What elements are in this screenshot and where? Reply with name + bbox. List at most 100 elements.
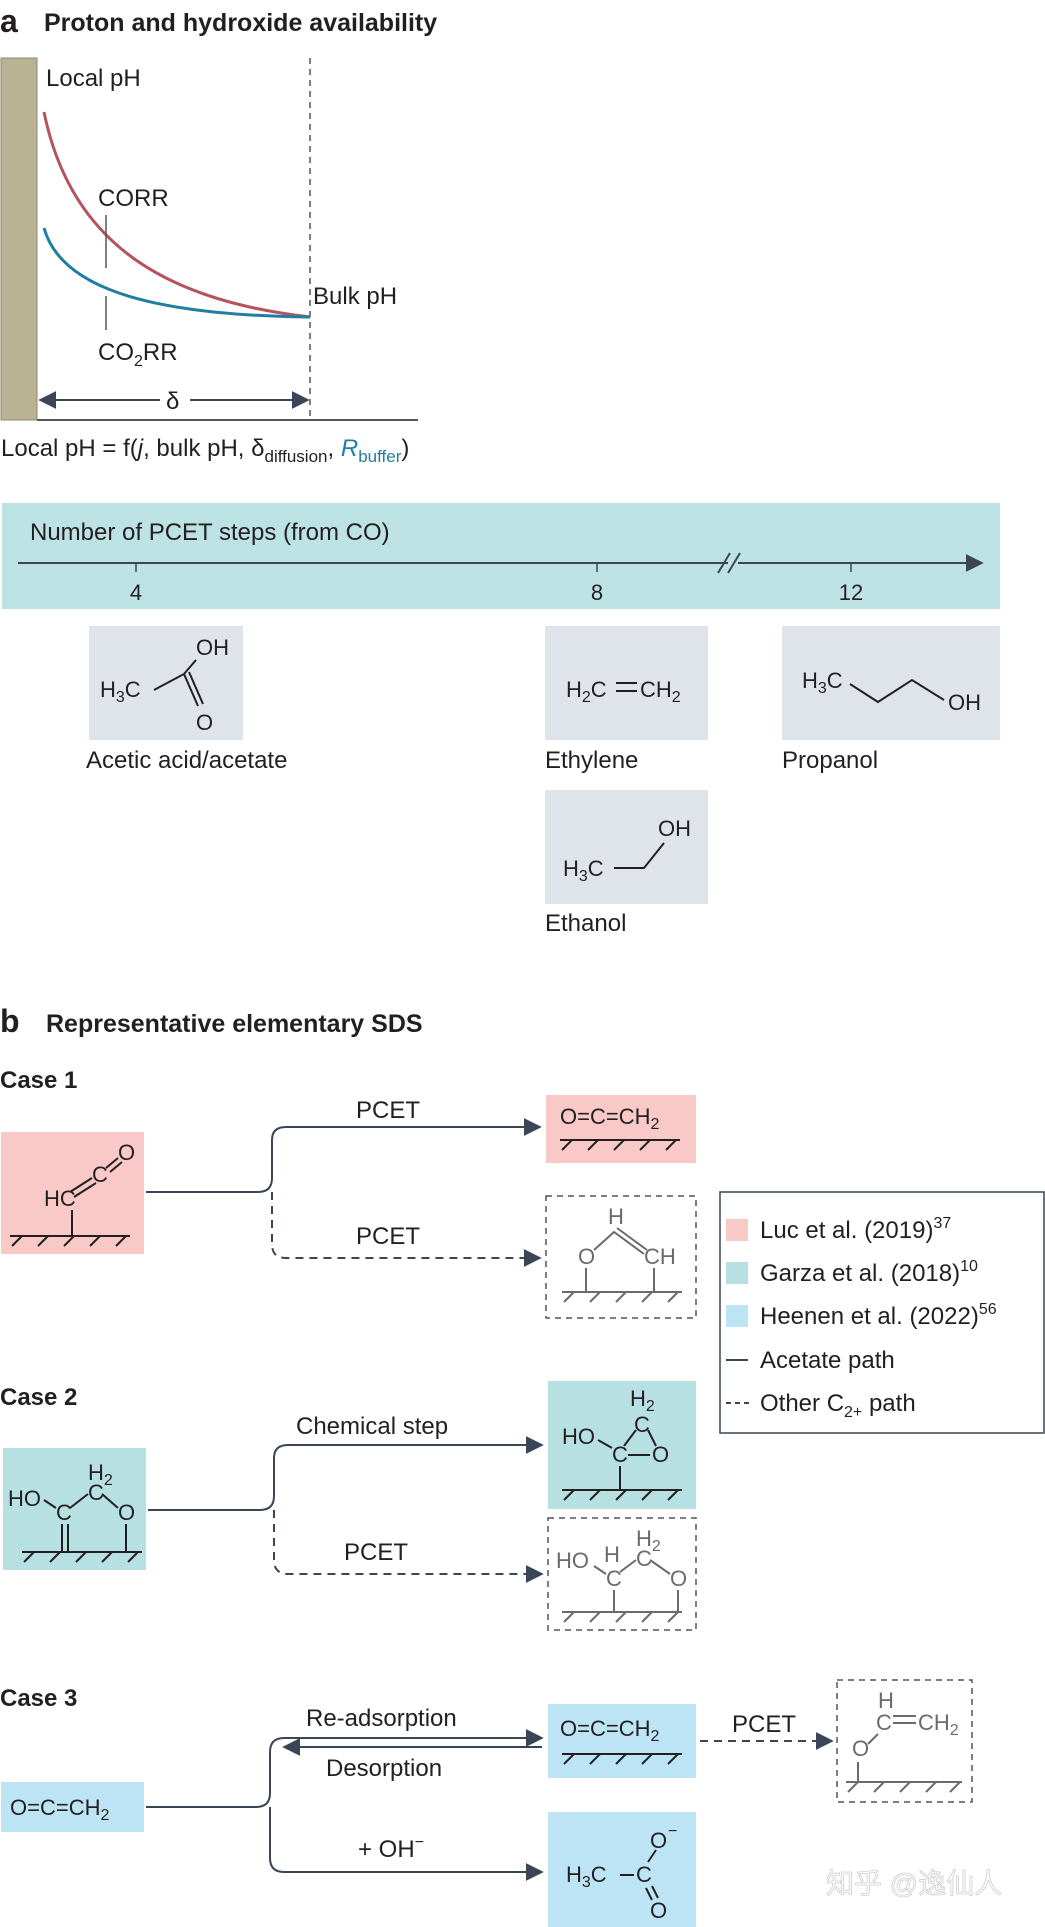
legend-acetate-path: Acetate path	[760, 1347, 895, 1374]
panel-b-title: Representative elementary SDS	[46, 1010, 423, 1038]
legend-other-path: Other C2+ path	[760, 1390, 916, 1421]
case2-dashed-h2: H2	[636, 1526, 661, 1555]
legend-swatch-heenen	[726, 1305, 748, 1327]
case2-dashed-c2: C	[636, 1546, 652, 1571]
bulk-ph-label: Bulk pH	[313, 283, 397, 310]
case3-dashed-o: O	[852, 1736, 869, 1761]
case1-reactant-surface	[10, 1235, 130, 1247]
delta-label: δ	[166, 388, 179, 415]
ethanol-name: Ethanol	[545, 910, 626, 937]
case1-product-ketene: O=C=CH2	[560, 1104, 659, 1133]
ethanol-h3c: H3C	[563, 856, 604, 885]
case-3-label: Case 3	[0, 1685, 77, 1712]
legend-swatch-luc	[726, 1219, 748, 1241]
case1-product-box	[546, 1095, 696, 1163]
local-ph-label: Local pH	[46, 65, 141, 92]
panel-a-letter: a	[0, 3, 18, 39]
ethanol-box	[545, 790, 708, 904]
case2-product-surface	[562, 1489, 682, 1501]
propanol-bonds	[849, 678, 945, 704]
case2-reactant-box	[3, 1448, 146, 1570]
acetic-o: O	[196, 710, 213, 735]
case1-reactant-o: O	[118, 1140, 135, 1165]
case3-dashed-ch2: CH2	[918, 1710, 959, 1739]
case2-pcet-label: PCET	[344, 1539, 408, 1566]
watermark: 知乎 @逸仙人	[826, 1868, 1002, 1899]
case1-reactant-cc-bond	[69, 1177, 97, 1198]
case2-pcet-arrow-dashed	[273, 1510, 544, 1583]
corr-label: CORR	[98, 185, 169, 212]
case1-product-surface	[560, 1139, 680, 1151]
legend-item-heenen: Heenen et al. (2022)56	[760, 1301, 997, 1330]
case1-reactant-co-bond	[105, 1157, 123, 1173]
case2-product-h2: H2	[630, 1386, 655, 1415]
axis-break-mark-1	[717, 552, 731, 574]
case2-product-c2: C	[634, 1412, 650, 1437]
case2-chemical-step-label: Chemical step	[296, 1413, 448, 1440]
case-1-label: Case 1	[0, 1067, 77, 1094]
ethylene-ch2: CH2	[640, 677, 681, 706]
case2-dashed-o: O	[670, 1566, 687, 1591]
case3-reactant-box	[1, 1782, 144, 1832]
case3-dashed-double-bond	[893, 1715, 916, 1724]
case2-reactant-c2: C	[88, 1480, 104, 1505]
case2-reactant-surface	[22, 1551, 142, 1563]
co2rr-curve	[42, 227, 311, 319]
case3-acetate-o-bot: O	[650, 1898, 667, 1923]
ethylene-formula: H2C	[566, 677, 607, 706]
case1-dashed-anchors	[585, 1268, 655, 1292]
case3-pcet-label: PCET	[732, 1711, 796, 1738]
ethanol-bonds	[614, 842, 665, 869]
ethylene-double-bond	[616, 682, 637, 692]
case3-acetate-co-bonds	[645, 1849, 659, 1901]
panel-b-letter: b	[0, 1003, 20, 1039]
case2-dashed-ho: HO	[556, 1548, 589, 1573]
case1-dashed-h: H	[608, 1204, 624, 1229]
case2-dashed-surface	[562, 1611, 682, 1623]
case2-product-ho: HO	[562, 1424, 595, 1449]
propanol-oh: OH	[948, 690, 981, 715]
case1-pcet-bottom-label: PCET	[356, 1223, 420, 1250]
tick-label-12: 12	[839, 580, 863, 605]
legend-item-luc: Luc et al. (2019)37	[760, 1215, 951, 1244]
co2rr-label: CO2RR	[98, 339, 178, 370]
acetic-double-bond	[183, 671, 204, 707]
acetic-h3c: H3C	[100, 677, 141, 706]
propanol-h3c: H3C	[802, 668, 843, 697]
case1-pcet-top-label: PCET	[356, 1097, 420, 1124]
case1-dashed-surface	[562, 1291, 682, 1303]
case1-pcet-arrow-dashed	[271, 1192, 542, 1267]
case2-dashed-bonds	[593, 1559, 679, 1612]
case3-acetate-minus: −	[668, 1823, 677, 1840]
case3-dashed-h: H	[878, 1688, 894, 1713]
case1-reactant-c: C	[92, 1162, 108, 1187]
tick-label-8: 8	[591, 580, 603, 605]
case1-pcet-arrow-solid	[146, 1118, 542, 1193]
local-ph-equation: Local pH = f(j, bulk pH, δdiffusion, Rbu…	[1, 435, 409, 466]
case2-product-c1: C	[612, 1442, 628, 1467]
ethanol-oh: OH	[658, 816, 691, 841]
case2-chemical-arrow	[148, 1436, 544, 1511]
case1-dashed-o: O	[578, 1244, 595, 1269]
case2-product-box	[548, 1381, 696, 1509]
corr-curve	[42, 111, 311, 319]
axis-break-mark-2	[727, 552, 741, 574]
tick-label-4: 4	[130, 580, 142, 605]
pcet-axis-label: Number of PCET steps (from CO)	[30, 519, 390, 546]
legend-box	[719, 1191, 1045, 1434]
propanol-box	[782, 626, 1000, 740]
case-2-label: Case 2	[0, 1384, 77, 1411]
legend-swatch-garza	[726, 1262, 748, 1284]
case3-oh-label: + OH−	[358, 1834, 424, 1863]
legend-item-garza: Garza et al. (2018)10	[760, 1258, 978, 1287]
case3-acetate-h3c: H3C	[566, 1862, 607, 1891]
acetic-oh: OH	[196, 635, 229, 660]
case2-reactant-bonds	[43, 1493, 127, 1552]
case1-reactant-hc: HC	[44, 1186, 76, 1211]
acetic-name: Acetic acid/acetate	[86, 747, 287, 774]
case3-acetate-box	[548, 1812, 696, 1927]
case3-adsorbed-box	[548, 1704, 696, 1778]
case2-reactant-c1: C	[56, 1500, 72, 1525]
electrode-bar	[0, 57, 38, 421]
